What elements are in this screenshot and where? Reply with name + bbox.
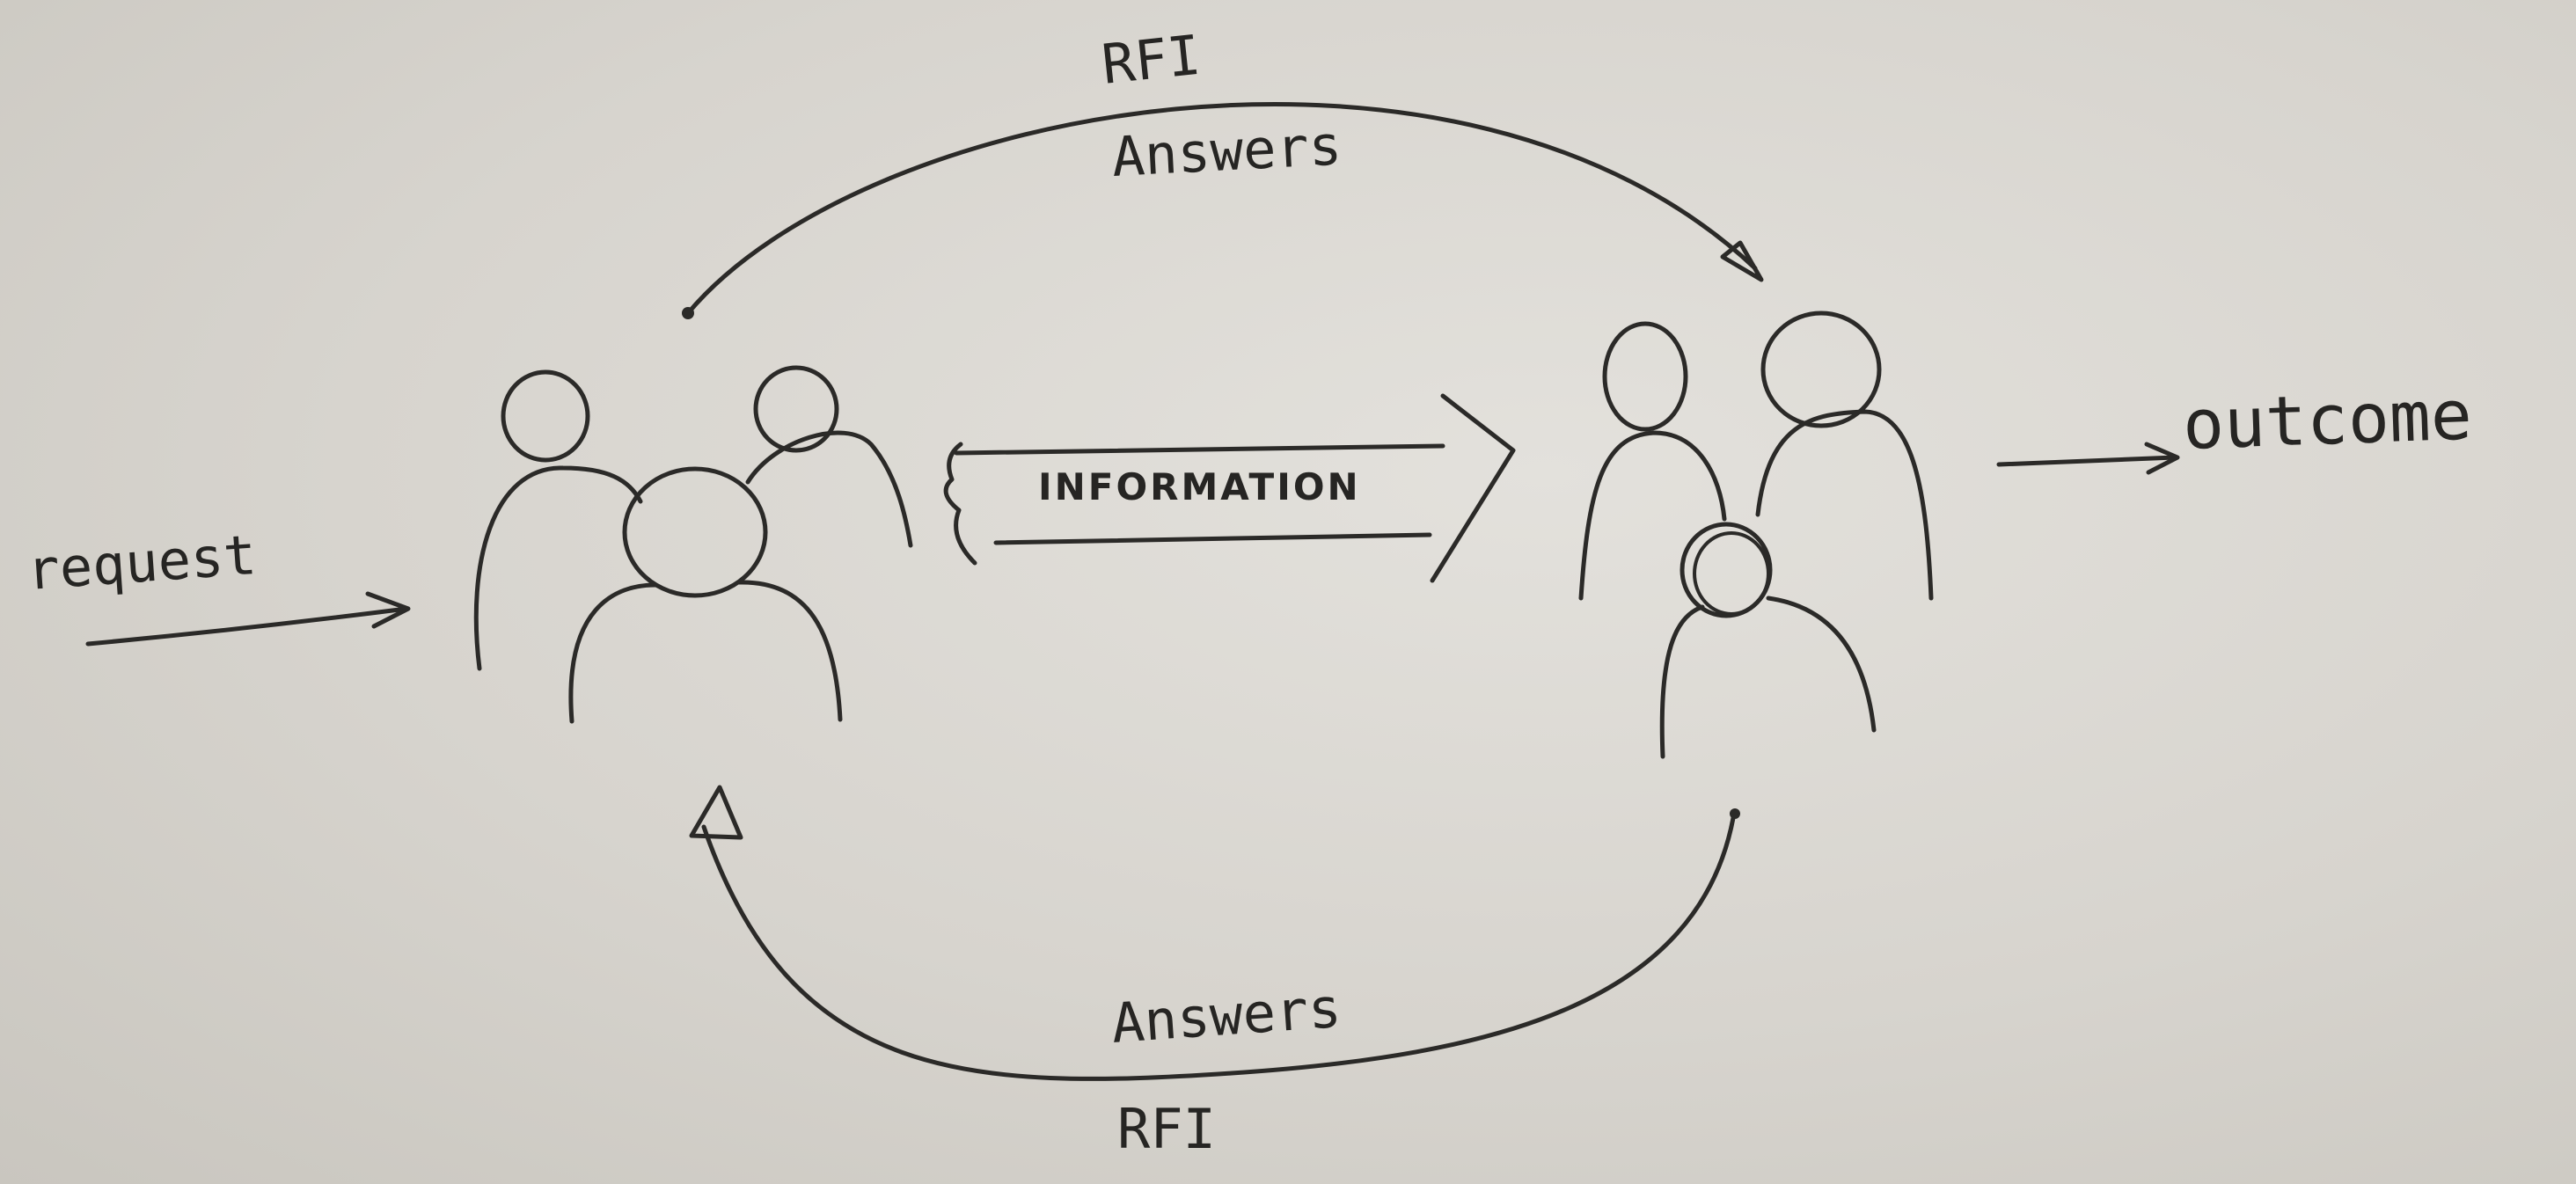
bottom-arrow-head	[689, 785, 743, 840]
bottom-arrow-start-dot	[1730, 808, 1740, 819]
left-person-right	[745, 365, 913, 548]
bottom-rfi-label: RFI	[1117, 1097, 1216, 1161]
top-rfi-label: RFI	[1099, 23, 1204, 97]
outcome-arrow	[1996, 442, 2180, 475]
information-arrow	[943, 393, 1516, 583]
left-team-group	[473, 365, 913, 724]
left-person-front	[568, 466, 843, 724]
bottom-answers-arrow	[689, 785, 1740, 1081]
top-arrow-head	[1720, 240, 1764, 282]
top-arrow-start-dot	[682, 307, 694, 319]
right-person-front	[1659, 522, 1877, 759]
right-person-left	[1578, 321, 1727, 601]
information-label: INFORMATION	[1038, 465, 1361, 508]
bottom-answers-label: Answers	[1109, 976, 1343, 1056]
left-person-back	[473, 369, 643, 671]
request-arrow	[85, 591, 411, 647]
top-answers-label: Answers	[1110, 113, 1343, 189]
request-label: request	[25, 523, 259, 603]
top-rfi-arrow	[682, 102, 1764, 319]
outcome-label: outcome	[2182, 376, 2474, 465]
right-team-group	[1578, 311, 1934, 759]
right-person-right	[1755, 311, 1934, 601]
